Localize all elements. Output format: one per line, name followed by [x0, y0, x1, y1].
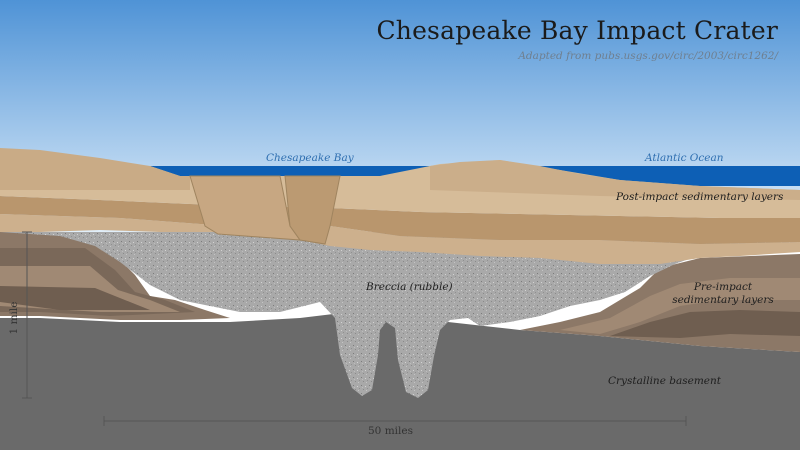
pre-impact-left-4	[0, 286, 150, 310]
horizontal-scale-label: 50 miles	[368, 425, 413, 437]
label-atlantic-ocean: Atlantic Ocean	[645, 152, 724, 164]
label-pre-impact-line2: sedimentary layers	[672, 294, 774, 306]
source-citation: Adapted from pubs.usgs.gov/circ/2003/cir…	[518, 50, 778, 62]
breccia	[0, 232, 800, 398]
post-impact-ocean-shelf	[430, 160, 800, 200]
label-crystalline-basement: Crystalline basement	[608, 375, 721, 387]
post-impact-top-surface	[0, 148, 190, 190]
fault-block-right	[284, 175, 341, 245]
vertical-scale-label: 1 mile	[8, 301, 20, 335]
label-chesapeake-bay: Chesapeake Bay	[266, 152, 354, 164]
vertical-scale-bar	[22, 231, 32, 399]
horizontal-scale-bar	[103, 416, 687, 426]
label-pre-impact: Pre-impact sedimentary layers	[668, 281, 778, 307]
page-title: Chesapeake Bay Impact Crater	[376, 16, 778, 45]
pre-impact-right-2	[560, 278, 800, 334]
post-impact-lower-band	[0, 214, 800, 264]
label-pre-impact-line1: Pre-impact	[693, 281, 753, 293]
pre-impact-right-3	[610, 310, 800, 338]
label-post-impact: Post-impact sedimentary layers	[616, 191, 784, 203]
crystalline-basement	[0, 312, 800, 450]
label-breccia: Breccia (rubble)	[366, 281, 453, 293]
